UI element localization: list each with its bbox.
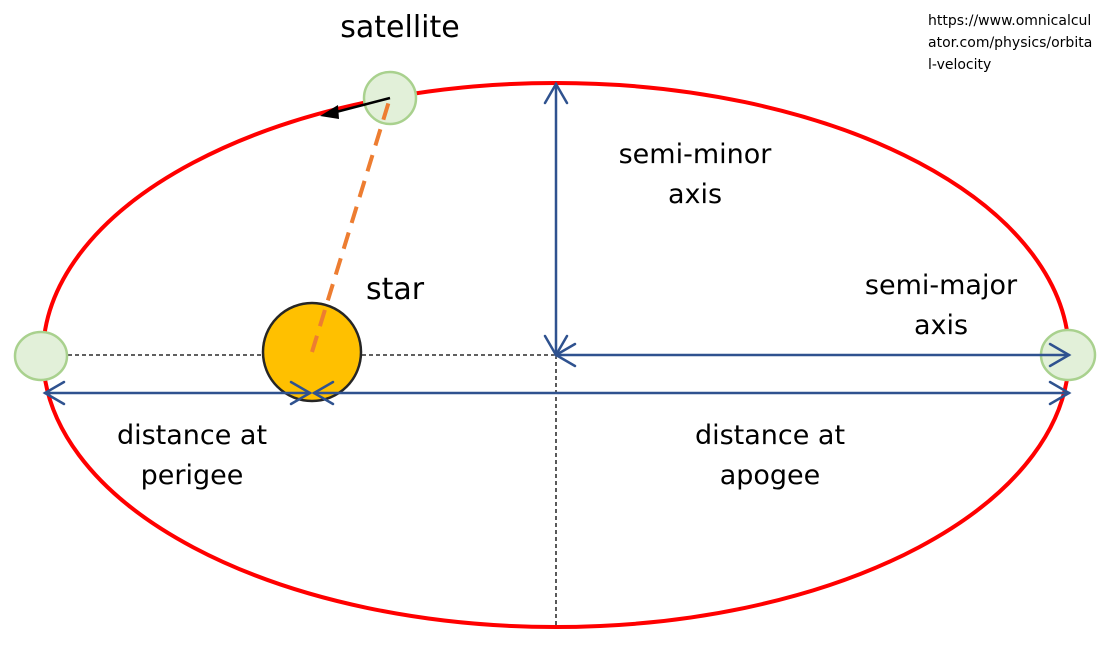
semi-major-axis-label-line2: axis: [913, 310, 969, 341]
source-url-note: https://www.omnicalcul ator.com/physics/…: [928, 10, 1113, 76]
perigee-distance-label: distance at perigee: [92, 416, 292, 496]
apogee-distance-label-line2: apogee: [719, 460, 821, 491]
semi-minor-axis-label-line2: axis: [667, 179, 723, 210]
apogee-distance-arrow: [311, 380, 1072, 406]
satellite-label: satellite: [340, 10, 460, 45]
semi-minor-axis-arrow: [543, 81, 569, 358]
radius-dashed-line: [310, 97, 392, 353]
apogee-distance-label: distance at apogee: [670, 416, 870, 496]
source-url-line: https://www.omnicalcul: [928, 13, 1092, 29]
source-url-line: l-velocity: [928, 57, 992, 73]
semi-major-axis-label-line1: semi-major: [864, 270, 1018, 301]
perigee-distance-label-line1: distance at: [116, 420, 268, 451]
velocity-arrow-head: [320, 105, 339, 119]
star-label: star: [365, 272, 425, 307]
perigee-distance-label-line2: perigee: [140, 460, 244, 491]
semi-minor-axis-label-line1: semi-minor: [618, 139, 772, 170]
apogee-distance-label-line1: distance at: [694, 420, 846, 451]
semi-major-axis-arrow: [553, 342, 1072, 368]
source-url-line: ator.com/physics/orbita: [928, 35, 1093, 51]
velocity-arrow-line: [335, 96, 391, 114]
semi-minor-axis-label: semi-minor axis: [595, 135, 795, 215]
semi-major-axis-label: semi-major axis: [841, 266, 1041, 346]
perigee-distance-arrow: [42, 380, 313, 406]
satellite-perigee: [13, 330, 69, 382]
